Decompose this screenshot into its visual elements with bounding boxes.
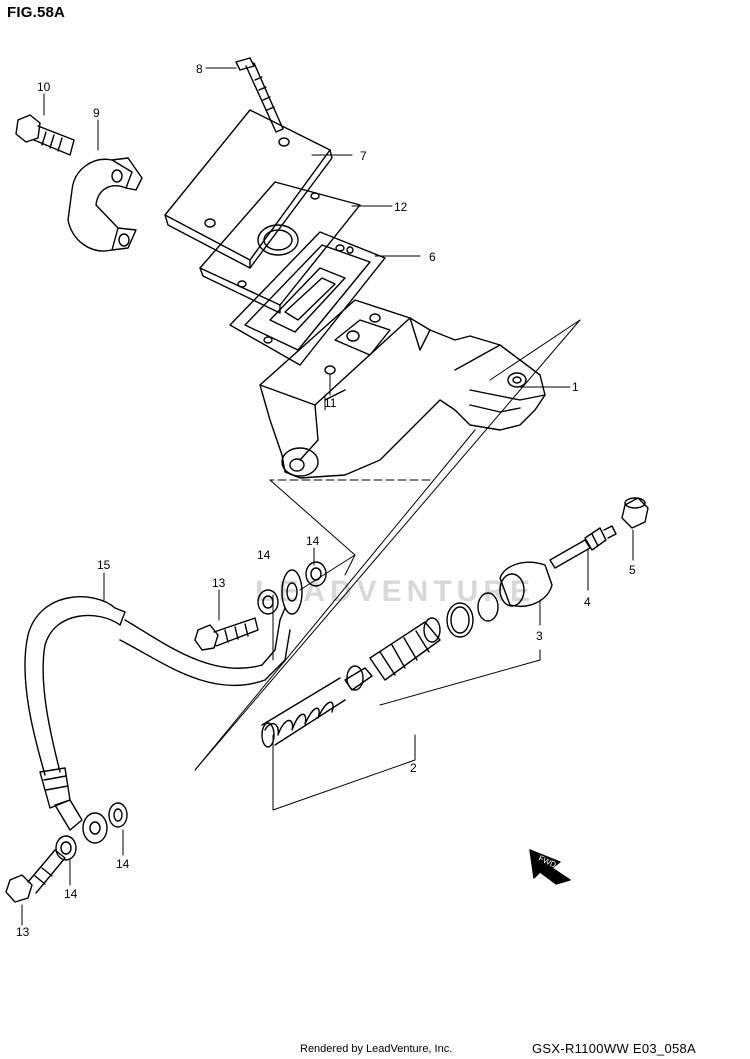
callout-6: 6 [429,250,436,264]
part-4-push-rod [549,525,617,569]
part-10-bolt [15,114,75,156]
callout-5: 5 [629,563,636,577]
part-6-diaphragm [229,231,386,366]
callout-1: 1 [572,380,579,394]
part-12-plate [199,181,361,314]
fwd-direction-marker [529,849,571,885]
callout-9: 9 [93,106,100,120]
model-code: GSX-R1100WW E03_058A [532,1041,696,1056]
part-13-bolts [5,617,259,903]
callout-3: 3 [536,629,543,643]
rendered-by-credit: Rendered by LeadVenture, Inc. [300,1043,453,1055]
part-5-boot-cap [621,497,649,529]
callout-4: 4 [584,595,591,609]
callout-15: 15 [97,558,111,572]
part-8-screw [235,57,284,133]
callout-11: 11 [324,396,337,410]
callout-13-lower: 13 [16,925,30,939]
callout-14-upper-right: 14 [306,534,320,548]
callout-2: 2 [410,761,417,775]
part-3-boot-group [446,561,553,638]
callout-7: 7 [360,149,367,163]
callout-14-upper-left: 14 [257,548,271,562]
callout-10: 10 [37,80,51,94]
callout-12: 12 [394,200,408,214]
leader-lines [21,67,634,926]
callout-14-lower-left: 14 [64,887,78,901]
part-9-clamp [67,157,143,252]
part-15-hose [24,569,303,844]
figure-title: FIG.58A [7,4,66,21]
part-14-washers [55,561,327,861]
callout-13-upper: 13 [212,576,226,590]
part-1-master-cylinder [259,299,546,479]
part-2-piston-group [261,617,441,748]
callout-8: 8 [196,62,203,76]
part-7-cap [164,109,333,269]
callout-14-lower-right: 14 [116,857,130,871]
projection-lines [194,319,581,771]
